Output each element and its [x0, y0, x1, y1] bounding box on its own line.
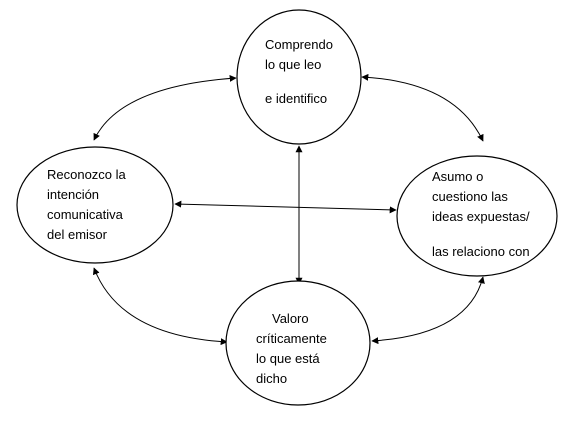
edge-asumo-valoro [371, 276, 485, 345]
node-asumo-line-2: cuestiono las [432, 189, 508, 204]
node-valoro-line-1: Valoro [272, 311, 309, 326]
node-valoro-line-3: lo que está [256, 351, 320, 366]
edge-reconozco-valoro [92, 267, 228, 346]
node-reconozco-line-1: Reconozco la [47, 167, 127, 182]
node-comprendo: Comprendo lo que leo e identifico [236, 9, 362, 145]
node-valoro-shape [225, 280, 371, 406]
node-reconozco-line-2: intención [47, 187, 99, 202]
edges-group [92, 73, 485, 346]
node-asumo-line-4: las relaciono con [432, 244, 530, 259]
node-comprendo-shape [236, 9, 362, 145]
node-asumo-line-1: Asumo o [432, 169, 483, 184]
node-asumo-line-3: ideas expuestas/ [432, 209, 530, 224]
node-reconozco-line-4: del emisor [47, 227, 108, 242]
edge-comprendo-asumo [361, 73, 484, 142]
node-valoro-line-2: críticamente [256, 331, 327, 346]
node-valoro-line-4: dicho [256, 371, 287, 386]
node-valoro: Valoro críticamente lo que está dicho [225, 280, 371, 406]
node-comprendo-line-1: Comprendo [265, 37, 333, 52]
node-reconozco-shape [16, 146, 174, 264]
node-comprendo-line-2: lo que leo [265, 57, 321, 72]
edge-comprendo-reconozco [93, 74, 237, 141]
node-asumo-shape [396, 155, 558, 277]
edge-reconozco-asumo [174, 200, 397, 214]
node-reconozco-line-3: comunicativa [47, 207, 124, 222]
node-asumo: Asumo o cuestiono las ideas expuestas/ l… [396, 155, 558, 277]
node-comprendo-line-3: e identifico [265, 91, 327, 106]
node-reconozco: Reconozco la intención comunicativa del … [16, 146, 174, 264]
